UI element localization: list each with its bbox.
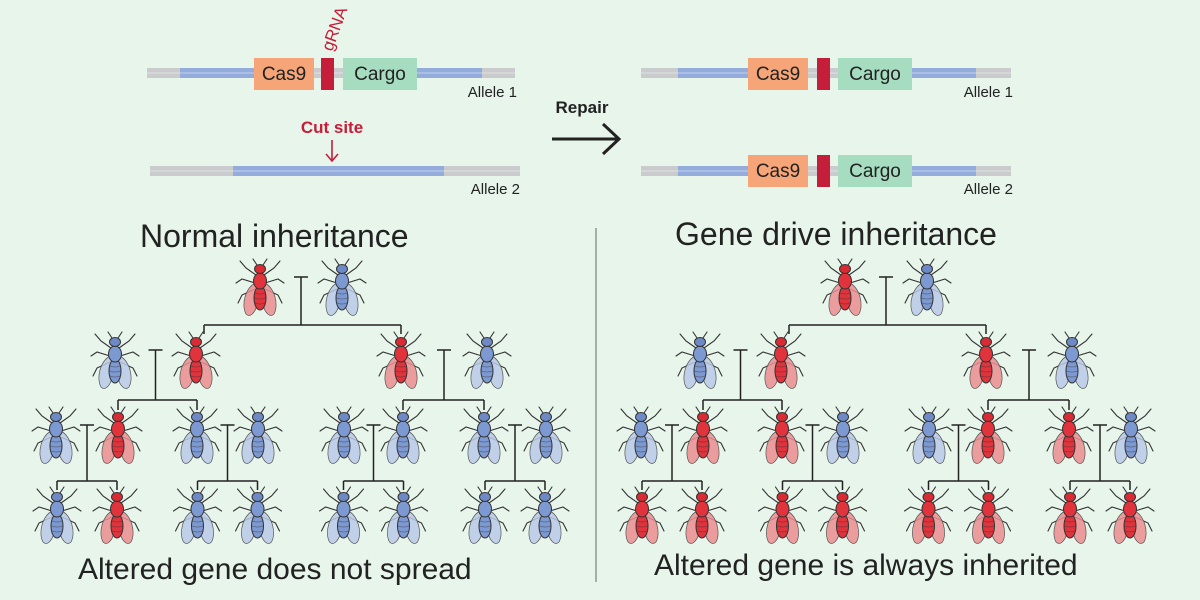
allele-1-label: Allele 1 — [468, 84, 517, 101]
gen3-fly-blue — [1106, 406, 1156, 464]
gen2-fly-red — [171, 331, 221, 389]
gen3-fly-blue — [616, 406, 666, 464]
cas9-label: Cas9 — [756, 64, 800, 85]
gen4-fly-blue — [378, 486, 429, 544]
repair-arrow: Repair — [552, 98, 622, 156]
allele-2-label: Allele 2 — [471, 181, 520, 198]
gen4-fly-blue — [232, 486, 283, 544]
left-allele-1: Cas9 Cargo gRNA Allele 1 — [147, 4, 517, 101]
dna-strand-blue — [678, 166, 750, 176]
gen2-fly-red — [376, 331, 426, 389]
gen4-fly-blue — [520, 486, 570, 544]
dna-strand-blue — [415, 68, 482, 78]
repair-label: Repair — [556, 98, 609, 117]
cargo-box — [838, 155, 912, 187]
gen4-fly-red — [1045, 486, 1095, 544]
allele-1-label: Allele 1 — [964, 84, 1013, 101]
cargo-label: Cargo — [354, 64, 406, 85]
cas9-box — [748, 58, 808, 90]
gen3-fly-blue — [904, 406, 954, 464]
gen3-fly-red — [757, 406, 807, 464]
gen4-fly-blue — [32, 486, 82, 544]
dna-strand-blue — [910, 68, 976, 78]
grna-block — [817, 155, 830, 187]
gen4-fly-red — [92, 486, 142, 544]
normal-inheritance-title: Normal inheritance — [140, 218, 409, 254]
cut-site-label: Cut site — [301, 118, 363, 137]
gen4-fly-red — [817, 486, 868, 544]
normal-inheritance-caption: Altered gene does not spread — [78, 553, 472, 586]
dna-strand-blue — [233, 166, 444, 176]
gen2-fly-blue — [1047, 331, 1097, 389]
cas9-label: Cas9 — [756, 161, 800, 182]
parent-fly-blue — [317, 258, 367, 316]
gen4-fly-red — [963, 486, 1014, 544]
dna-strand-blue — [180, 68, 258, 78]
right-allele-1: Cas9 Cargo Allele 1 — [641, 58, 1013, 101]
dna-strand-blue — [910, 166, 976, 176]
gen3-fly-red — [93, 406, 143, 464]
cas9-box — [748, 155, 808, 187]
cargo-box — [343, 58, 417, 90]
gen2-fly-blue — [462, 331, 512, 389]
cas9-box — [254, 58, 314, 90]
parent-fly-red — [235, 258, 285, 316]
right-allele-2: Cas9 Cargo Allele 2 — [641, 155, 1013, 198]
gen4-fly-red — [903, 486, 954, 544]
gen3-fly-blue — [31, 406, 81, 464]
gen3-fly-blue — [378, 406, 428, 464]
gen3-fly-blue — [521, 406, 571, 464]
gen4-fly-blue — [318, 486, 369, 544]
allele-2-label: Allele 2 — [964, 181, 1013, 198]
grna-label: gRNA — [318, 4, 352, 54]
grna-block — [321, 58, 334, 90]
cargo-box — [838, 58, 912, 90]
parent-fly-red — [820, 258, 870, 316]
gen3-fly-blue — [172, 406, 222, 464]
gen3-fly-red — [1044, 406, 1094, 464]
gen2-fly-blue — [90, 331, 140, 389]
gen3-fly-blue — [319, 406, 369, 464]
cargo-label: Cargo — [849, 64, 901, 85]
gen3-fly-blue — [459, 406, 509, 464]
grna-block — [817, 58, 830, 90]
gen4-fly-blue — [460, 486, 510, 544]
gen4-fly-red — [617, 486, 667, 544]
gen2-fly-red — [961, 331, 1011, 389]
gene-drive-title: Gene drive inheritance — [675, 216, 997, 252]
gen3-fly-blue — [233, 406, 283, 464]
cut-site-arrow — [325, 140, 339, 163]
gene-drive-caption: Altered gene is always inherited — [654, 549, 1078, 582]
gen4-fly-red — [1105, 486, 1155, 544]
gen3-fly-blue — [818, 406, 868, 464]
gen4-fly-red — [757, 486, 808, 544]
cargo-label: Cargo — [849, 161, 901, 182]
gen2-fly-blue — [675, 331, 725, 389]
cas9-label: Cas9 — [262, 64, 306, 85]
gene-drive-pedigree — [616, 258, 1156, 544]
gen3-fly-red — [963, 406, 1013, 464]
parent-fly-blue — [902, 258, 952, 316]
normal-inheritance-pedigree — [31, 258, 571, 544]
dna-strand-blue — [678, 68, 750, 78]
gen2-fly-red — [756, 331, 806, 389]
gen4-fly-blue — [172, 486, 223, 544]
construct-section: Cas9 Cargo gRNA Allele 1 Cut site Allele… — [147, 4, 1013, 198]
gen3-fly-red — [678, 406, 728, 464]
gen4-fly-red — [677, 486, 727, 544]
left-allele-2: Cut site Allele 2 — [150, 118, 520, 198]
